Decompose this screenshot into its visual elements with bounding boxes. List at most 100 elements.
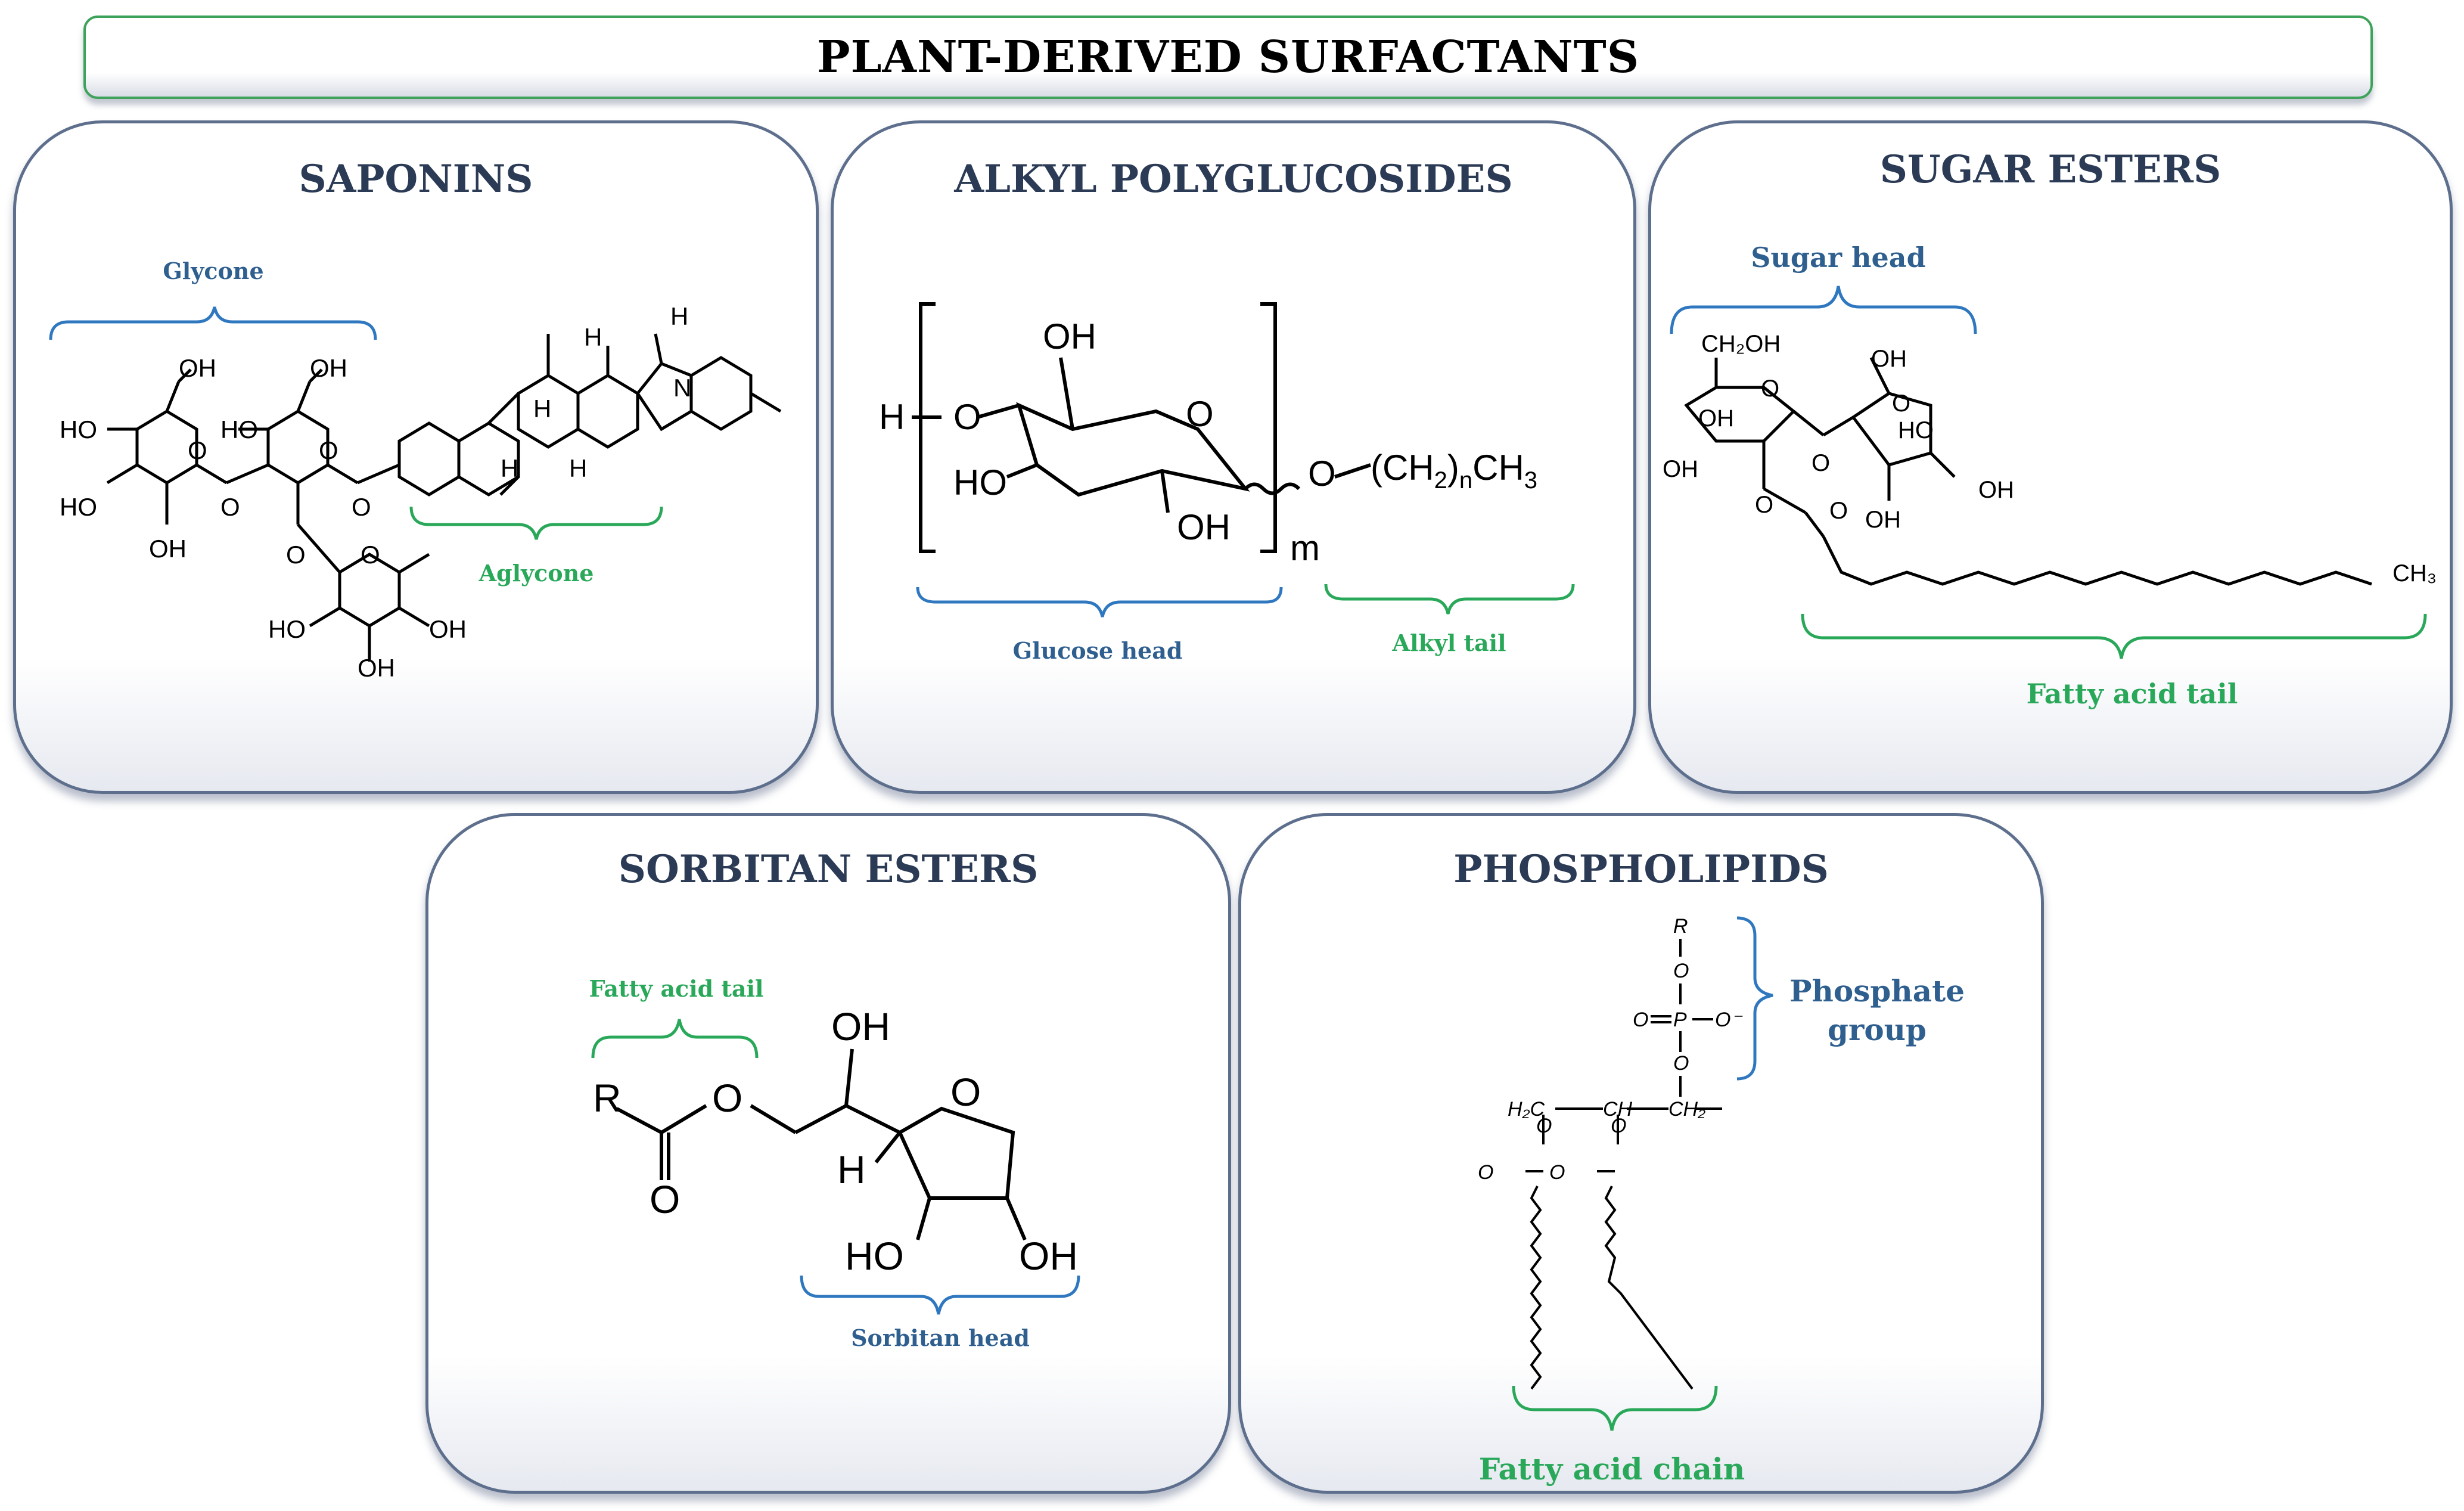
sorbitan-oh-1: OH [831,1004,890,1048]
phosphate-group-label-line1: Phosphate [1789,973,1965,1009]
glycone-brace [49,306,377,340]
sugar-o-ring1: O [1761,376,1779,402]
sugar-oh-5: OH [1978,477,2014,503]
apg-o-1: O [953,397,981,437]
glucose-head-label: Glucose head [1013,637,1183,664]
fatty-acid-tail-label-sorbitan: Fatty acid tail [589,975,764,1002]
apg-m: m [1290,528,1320,568]
apg-chain: (CH2)nCH3 [1371,448,1537,494]
aglycone-brace [409,506,663,540]
sugar-oh-4: OH [1865,507,1901,533]
apg-title: ALKYL POLYGLUCOSIDES [954,157,1513,201]
saponin-oh-4: OH [429,615,467,643]
apg-o-ring: O [1186,394,1214,434]
phospho-o-3: O [1536,1115,1552,1137]
title-banner: PLANT-DERIVED SURFACTANTS [83,15,2373,99]
sorbitan-r: R [593,1076,622,1120]
sugar-esters-panel: SUGAR ESTERS [1648,120,2453,794]
sugar-oh-1: OH [1698,405,1734,432]
saponin-atom-labels: OH OH HO HO HO OH O O O O O O HO OH OH H… [60,302,691,682]
sorbitan-ester-atom-labels: R O O OH H O HO OH [593,1004,1078,1278]
fatty-acid-tail-label-sugar: Fatty acid tail [2027,678,2238,710]
saponin-o-2: O [319,436,338,464]
sugar-ho: HO [1898,417,1934,443]
phospho-o-double: O [1633,1009,1648,1031]
phospho-r: R [1673,915,1688,938]
sugar-o-ester1: O [1755,492,1773,518]
saponin-o-1: O [188,436,207,464]
saponin-o-5: O [286,541,306,569]
fatty-acid-tail-brace-sorbitan [591,1019,759,1059]
saponin-ho-1: HO [60,415,97,443]
phosphate-group-label-line2: group [1828,1012,1927,1047]
alkyl-tail-brace [1324,584,1575,615]
saponins-title: SAPONINS [299,157,533,201]
sugar-ester-structure [1684,356,2372,586]
sorbitan-head-label: Sorbitan head [851,1324,1030,1351]
saponin-ho-2: HO [220,415,258,443]
saponin-h-1: H [584,323,602,351]
saponin-oh-5: OH [358,654,395,682]
saponin-o-3: O [220,493,240,521]
saponin-ho-3: HO [60,493,97,521]
main-title: PLANT-DERIVED SURFACTANTS [816,32,1640,83]
phospho-o-5: O [1478,1161,1493,1184]
apg-h: H [879,397,905,437]
apg-structure [912,302,1371,553]
sorbitan-o-carbonyl: O [650,1177,680,1221]
apg-oh-1: OH [1043,317,1096,356]
sorbitan-o-ester: O [712,1076,742,1120]
phospho-o-2: O [1673,1052,1689,1075]
phospho-p: P [1673,1009,1687,1031]
sugar-ch3: CH₃ [2392,560,2437,587]
sugar-ester-atom-labels: CH₂OH O OH OH O OH O HO OH OH O O CH₃ [1663,331,2437,587]
sugar-head-brace [1670,286,1977,334]
saponin-oh-2: OH [310,354,347,382]
phospho-ominus: O⁻ [1715,1009,1743,1031]
sorbitan-ho: HO [845,1234,904,1278]
sorbitan-esters-panel: SORBITAN ESTERS [425,813,1231,1494]
sugar-o-ester2: O [1829,498,1848,524]
sugar-head-label: Sugar head [1751,241,1926,274]
saponin-h-3: H [533,395,551,423]
sugar-ch2oh: CH₂OH [1701,331,1781,357]
saponin-oh-3: OH [149,535,187,563]
fatty-acid-chain-brace [1512,1385,1718,1431]
phospho-h2c: H₂C [1508,1098,1545,1121]
apg-atom-labels: H O OH O HO OH m O (CH2)nCH3 [879,317,1537,568]
phospho-o-6: O [1549,1161,1565,1184]
saponin-h-2: H [670,302,688,330]
saponin-h-4: H [501,454,518,482]
alkyl-tail-label: Alkyl tail [1391,629,1506,656]
glucose-head-brace [916,587,1283,618]
sorbitan-esters-title: SORBITAN ESTERS [618,847,1039,892]
saponin-oh-1: OH [179,354,216,382]
fatty-acid-chain-label: Fatty acid chain [1479,1451,1745,1487]
phospholipid-atom-labels: R O O P O⁻ O H₂C CH CH₂ O O O O [1478,915,1743,1184]
saponins-panel: SAPONINS [13,120,819,794]
sugar-o-bridge: O [1812,450,1830,476]
sugar-oh-2: OH [1663,456,1698,482]
saponin-n: N [673,374,691,402]
phospholipids-title: PHOSPHOLIPIDS [1453,847,1829,892]
phospho-ch: CH [1603,1098,1633,1121]
phospho-o-4: O [1611,1115,1626,1137]
apg-panel: ALKYL POLYGLUCOSIDES [831,120,1636,794]
saponin-ho-4: HO [268,615,306,643]
sugar-o-ring2: O [1892,390,1910,417]
saponin-o-6: O [361,541,380,569]
sorbitan-o-ring: O [950,1070,981,1114]
fatty-acid-tail-brace-sugar [1801,613,2427,659]
aglycone-label: Aglycone [478,560,594,587]
phospho-ch2: CH₂ [1668,1098,1705,1121]
sugar-esters-title: SUGAR ESTERS [1879,147,2221,192]
sugar-oh-3: OH [1871,346,1907,372]
sorbitan-oh-2: OH [1019,1234,1078,1278]
phospholipids-panel: PHOSPHOLIPIDS [1238,813,2044,1494]
apg-oh-2: OH [1177,507,1231,547]
sorbitan-head-brace [800,1275,1080,1315]
phospho-o-1: O [1673,960,1689,982]
glycone-label: Glycone [163,257,263,284]
sorbitan-h: H [837,1147,866,1192]
